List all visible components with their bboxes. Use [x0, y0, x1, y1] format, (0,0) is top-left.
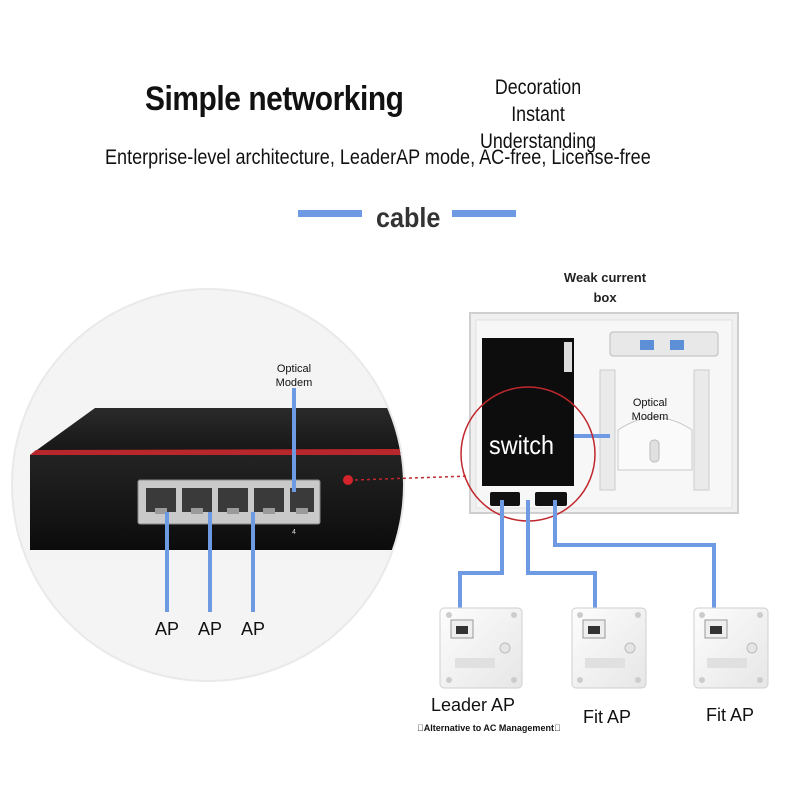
weak-label-line-1: Weak current — [563, 270, 647, 285]
leader-ap-label: Leader AP — [431, 695, 516, 715]
leader-ap-note:  Alternative to AC Management  — [417, 723, 561, 733]
tagline-line-1: Decoration Instant — [494, 76, 582, 126]
box-optical-modem-line-2: Modem — [631, 411, 669, 423]
cable-leader-ap — [458, 500, 504, 620]
weak-current-box-label: Weak current box — [560, 268, 650, 308]
box-optical-modem-line-1: Optical — [632, 397, 668, 409]
weak-current-box — [469, 312, 739, 514]
subtitle: Enterprise-level architecture, LeaderAP … — [105, 146, 651, 169]
tagline: Decoration Instant Understanding — [470, 74, 606, 155]
cable-legend-line-right — [452, 210, 516, 217]
box-optical-modem-label: Optical Modem — [622, 396, 678, 424]
zoom-view: 4 — [11, 288, 405, 682]
zoom-optical-modem-line-1: Optical — [276, 363, 312, 375]
fit-ap-1-device — [571, 607, 647, 689]
connector-dot — [343, 475, 353, 485]
fit-ap-2-label: Fit AP — [706, 705, 755, 725]
zoom-ap-label-3: AP — [241, 619, 266, 639]
tagline-line-2: Understanding — [479, 130, 597, 153]
weak-label-line-2: box — [593, 290, 617, 305]
connector-line — [354, 475, 471, 481]
cable-legend-line-left — [298, 210, 362, 217]
cable-fit-ap-2 — [553, 500, 716, 620]
switch-label: switch — [489, 430, 555, 460]
fit-ap-2-device — [693, 607, 769, 689]
zoom-optical-modem-label: Optical Modem — [266, 362, 322, 390]
zoom-ap-label-2: AP — [198, 619, 223, 639]
fit-ap-1-label: Fit AP — [583, 707, 632, 727]
switch-top — [30, 408, 403, 455]
port-number-label: 4 — [292, 529, 296, 536]
page-title: Simple networking — [145, 80, 404, 118]
zoom-ap-label-1: AP — [155, 619, 180, 639]
leader-ap-device — [439, 607, 523, 689]
switch-red-stripe — [30, 449, 403, 455]
cable-legend-label: cable — [376, 202, 441, 233]
box-switch — [482, 338, 574, 486]
zoom-optical-modem-line-2: Modem — [275, 377, 313, 389]
cable-fit-ap-1 — [526, 500, 597, 620]
